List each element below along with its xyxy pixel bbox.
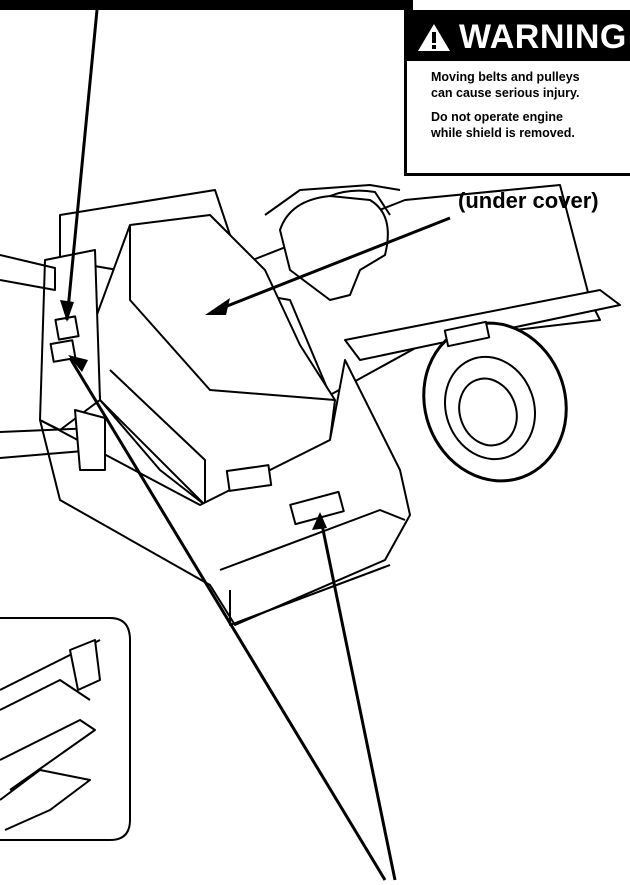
rear-wheel-center [458, 377, 518, 447]
rear-deck-ridge [264, 184, 401, 216]
inset-detail-post [0, 769, 91, 831]
warning-line-2: Do not operate engine while shield is re… [431, 110, 575, 140]
warning-body: Moving belts and pulleys can cause serio… [407, 61, 630, 141]
inset-detail-arm [0, 719, 96, 791]
inset-detail-clip [69, 639, 101, 691]
arrow-top [60, 300, 74, 322]
warning-line-1: Moving belts and pulleys can cause serio… [431, 70, 580, 100]
front-deck-edge [219, 509, 406, 571]
hood-front-face [99, 369, 206, 506]
inset-frame [0, 617, 131, 841]
hood-top-edge [129, 225, 336, 401]
seat-back [329, 189, 391, 216]
decal-rail [443, 320, 491, 348]
leader-top [65, 9, 99, 321]
leader-bottom-right [318, 514, 397, 881]
arrow-bottom-right [312, 512, 327, 530]
warning-decal: WARNING Moving belts and pulleys can cau… [404, 10, 630, 176]
top-border-bar [0, 0, 413, 10]
left-bracket [74, 409, 106, 471]
left-arm-upper [0, 254, 56, 291]
warning-title: WARNING [459, 17, 627, 56]
inset-detail-bar2 [0, 679, 91, 711]
under-cover-label: (under cover) [458, 188, 599, 213]
decal-left-upper [54, 315, 80, 341]
arrow-under-cover [205, 298, 230, 315]
decal-hood-front [225, 464, 273, 492]
leader-under-cover [211, 216, 451, 314]
arrow-bottom-left [68, 355, 88, 372]
front-deck [39, 359, 411, 626]
warning-triangle-icon [418, 24, 450, 51]
warning-header: WARNING [407, 13, 630, 61]
leader-bottom-left [68, 357, 387, 881]
